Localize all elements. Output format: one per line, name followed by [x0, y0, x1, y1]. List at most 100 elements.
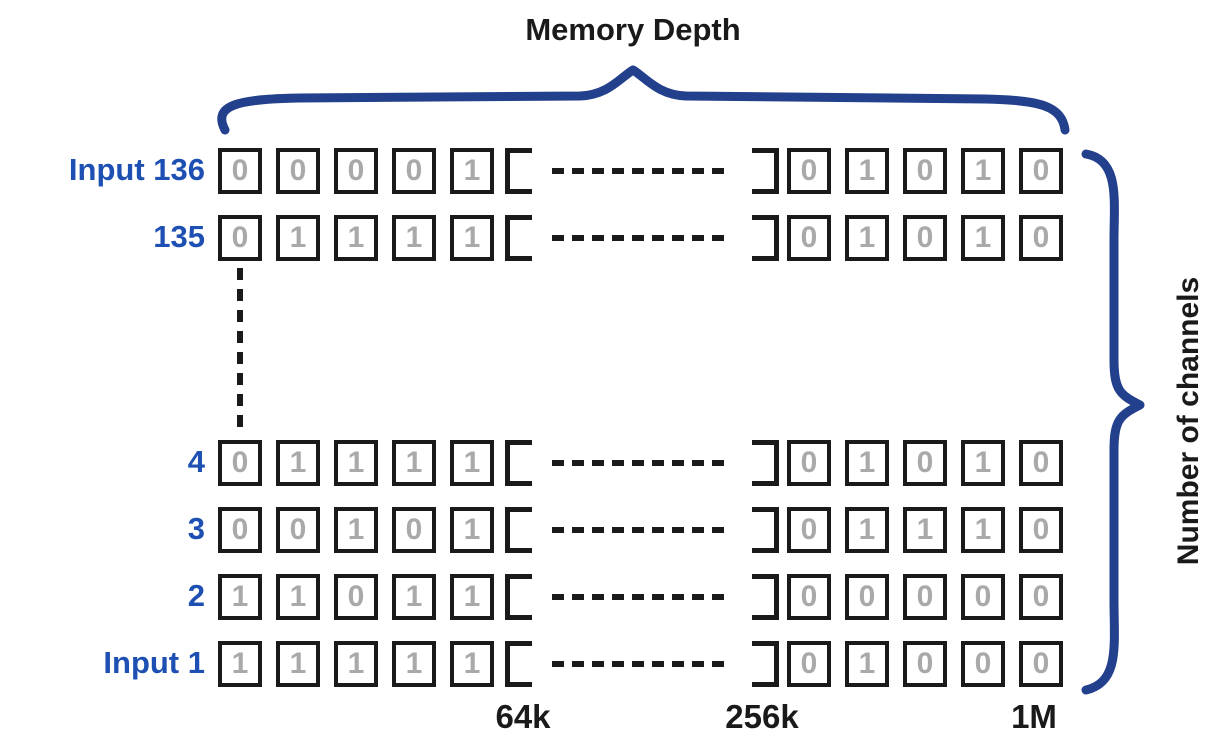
open-bracket-icon: [505, 215, 532, 261]
bit-cell: 1: [218, 641, 262, 687]
bit-cell: 1: [392, 440, 436, 486]
bit-cell: 1: [392, 574, 436, 620]
memory-gap-dashes-icon: [552, 235, 732, 241]
bit-cell: 0: [787, 641, 831, 687]
bit-cell: 0: [1019, 507, 1063, 553]
depth-tick-1m: 1M: [1011, 698, 1057, 735]
bit-cell: 0: [903, 641, 947, 687]
open-bracket-icon: [505, 507, 532, 553]
bit-cell: 1: [276, 215, 320, 261]
bit-cell: 0: [1019, 440, 1063, 486]
bit-cell: 1: [276, 641, 320, 687]
close-bracket-icon: [752, 148, 779, 194]
bit-cell: 1: [334, 507, 378, 553]
bit-cell: 0: [1019, 574, 1063, 620]
bit-cell: 1: [961, 507, 1005, 553]
bit-cell: 1: [450, 215, 494, 261]
open-bracket-icon: [505, 440, 532, 486]
memory-gap-dashes-icon: [552, 460, 732, 466]
bit-cell: 0: [334, 574, 378, 620]
close-bracket-icon: [752, 574, 779, 620]
channel-ellipsis-dashes-icon: [237, 268, 243, 433]
memory-gap-dashes-icon: [552, 168, 732, 174]
open-bracket-icon: [505, 148, 532, 194]
bit-cell: 1: [845, 440, 889, 486]
bit-cell: 0: [392, 507, 436, 553]
bit-cell: 1: [903, 507, 947, 553]
bit-cell: 0: [845, 574, 889, 620]
bit-cell: 0: [276, 507, 320, 553]
channel-label: 4: [187, 444, 205, 479]
close-bracket-icon: [752, 440, 779, 486]
bit-cell: 0: [276, 148, 320, 194]
open-bracket-icon: [505, 574, 532, 620]
bit-cell: 1: [845, 148, 889, 194]
memory-gap-dashes-icon: [552, 527, 732, 533]
bit-cell: 0: [787, 148, 831, 194]
bit-cell: 1: [845, 215, 889, 261]
channel-label: Input 136: [68, 152, 205, 187]
bit-cell: 0: [903, 574, 947, 620]
bit-cell: 1: [276, 574, 320, 620]
bit-cell: 0: [903, 148, 947, 194]
open-bracket-icon: [505, 641, 532, 687]
depth-tick-64k: 64k: [495, 698, 551, 735]
bit-cell: 0: [218, 148, 262, 194]
bit-cell: 0: [961, 574, 1005, 620]
bit-cell: 1: [961, 440, 1005, 486]
memory-gap-dashes-icon: [552, 594, 732, 600]
memory-gap-dashes-icon: [552, 661, 732, 667]
bit-cell: 1: [450, 440, 494, 486]
bit-cell: 0: [392, 148, 436, 194]
bit-cell: 1: [845, 641, 889, 687]
bit-cell: 1: [334, 215, 378, 261]
bit-cell: 0: [334, 148, 378, 194]
bit-cell: 1: [450, 148, 494, 194]
bit-cell: 1: [392, 641, 436, 687]
bit-cell: 1: [450, 507, 494, 553]
diagram-title: Memory Depth: [525, 12, 741, 47]
bit-cell: 0: [787, 507, 831, 553]
bit-cell: 1: [392, 215, 436, 261]
close-bracket-icon: [752, 215, 779, 261]
bit-cell: 1: [334, 440, 378, 486]
bit-cell: 1: [450, 574, 494, 620]
depth-tick-256k: 256k: [725, 698, 799, 735]
bit-cell: 1: [334, 641, 378, 687]
bit-cell: 0: [218, 440, 262, 486]
bit-cell: 1: [450, 641, 494, 687]
bit-cell: 0: [787, 440, 831, 486]
bit-cell: 1: [961, 215, 1005, 261]
bit-cell: 1: [961, 148, 1005, 194]
channel-label: 135: [153, 219, 205, 254]
close-bracket-icon: [752, 641, 779, 687]
bit-cell: 1: [845, 507, 889, 553]
channels-axis-label: Number of channels: [1172, 276, 1205, 566]
bit-cell: 0: [787, 574, 831, 620]
channel-label: 2: [187, 578, 205, 613]
bit-cell: 0: [1019, 641, 1063, 687]
bit-cell: 0: [1019, 215, 1063, 261]
channel-label: 3: [187, 511, 205, 546]
memory-depth-brace-icon: [217, 65, 1070, 135]
bit-cell: 0: [903, 440, 947, 486]
bit-cell: 0: [903, 215, 947, 261]
channel-label: Input 1: [103, 645, 205, 680]
